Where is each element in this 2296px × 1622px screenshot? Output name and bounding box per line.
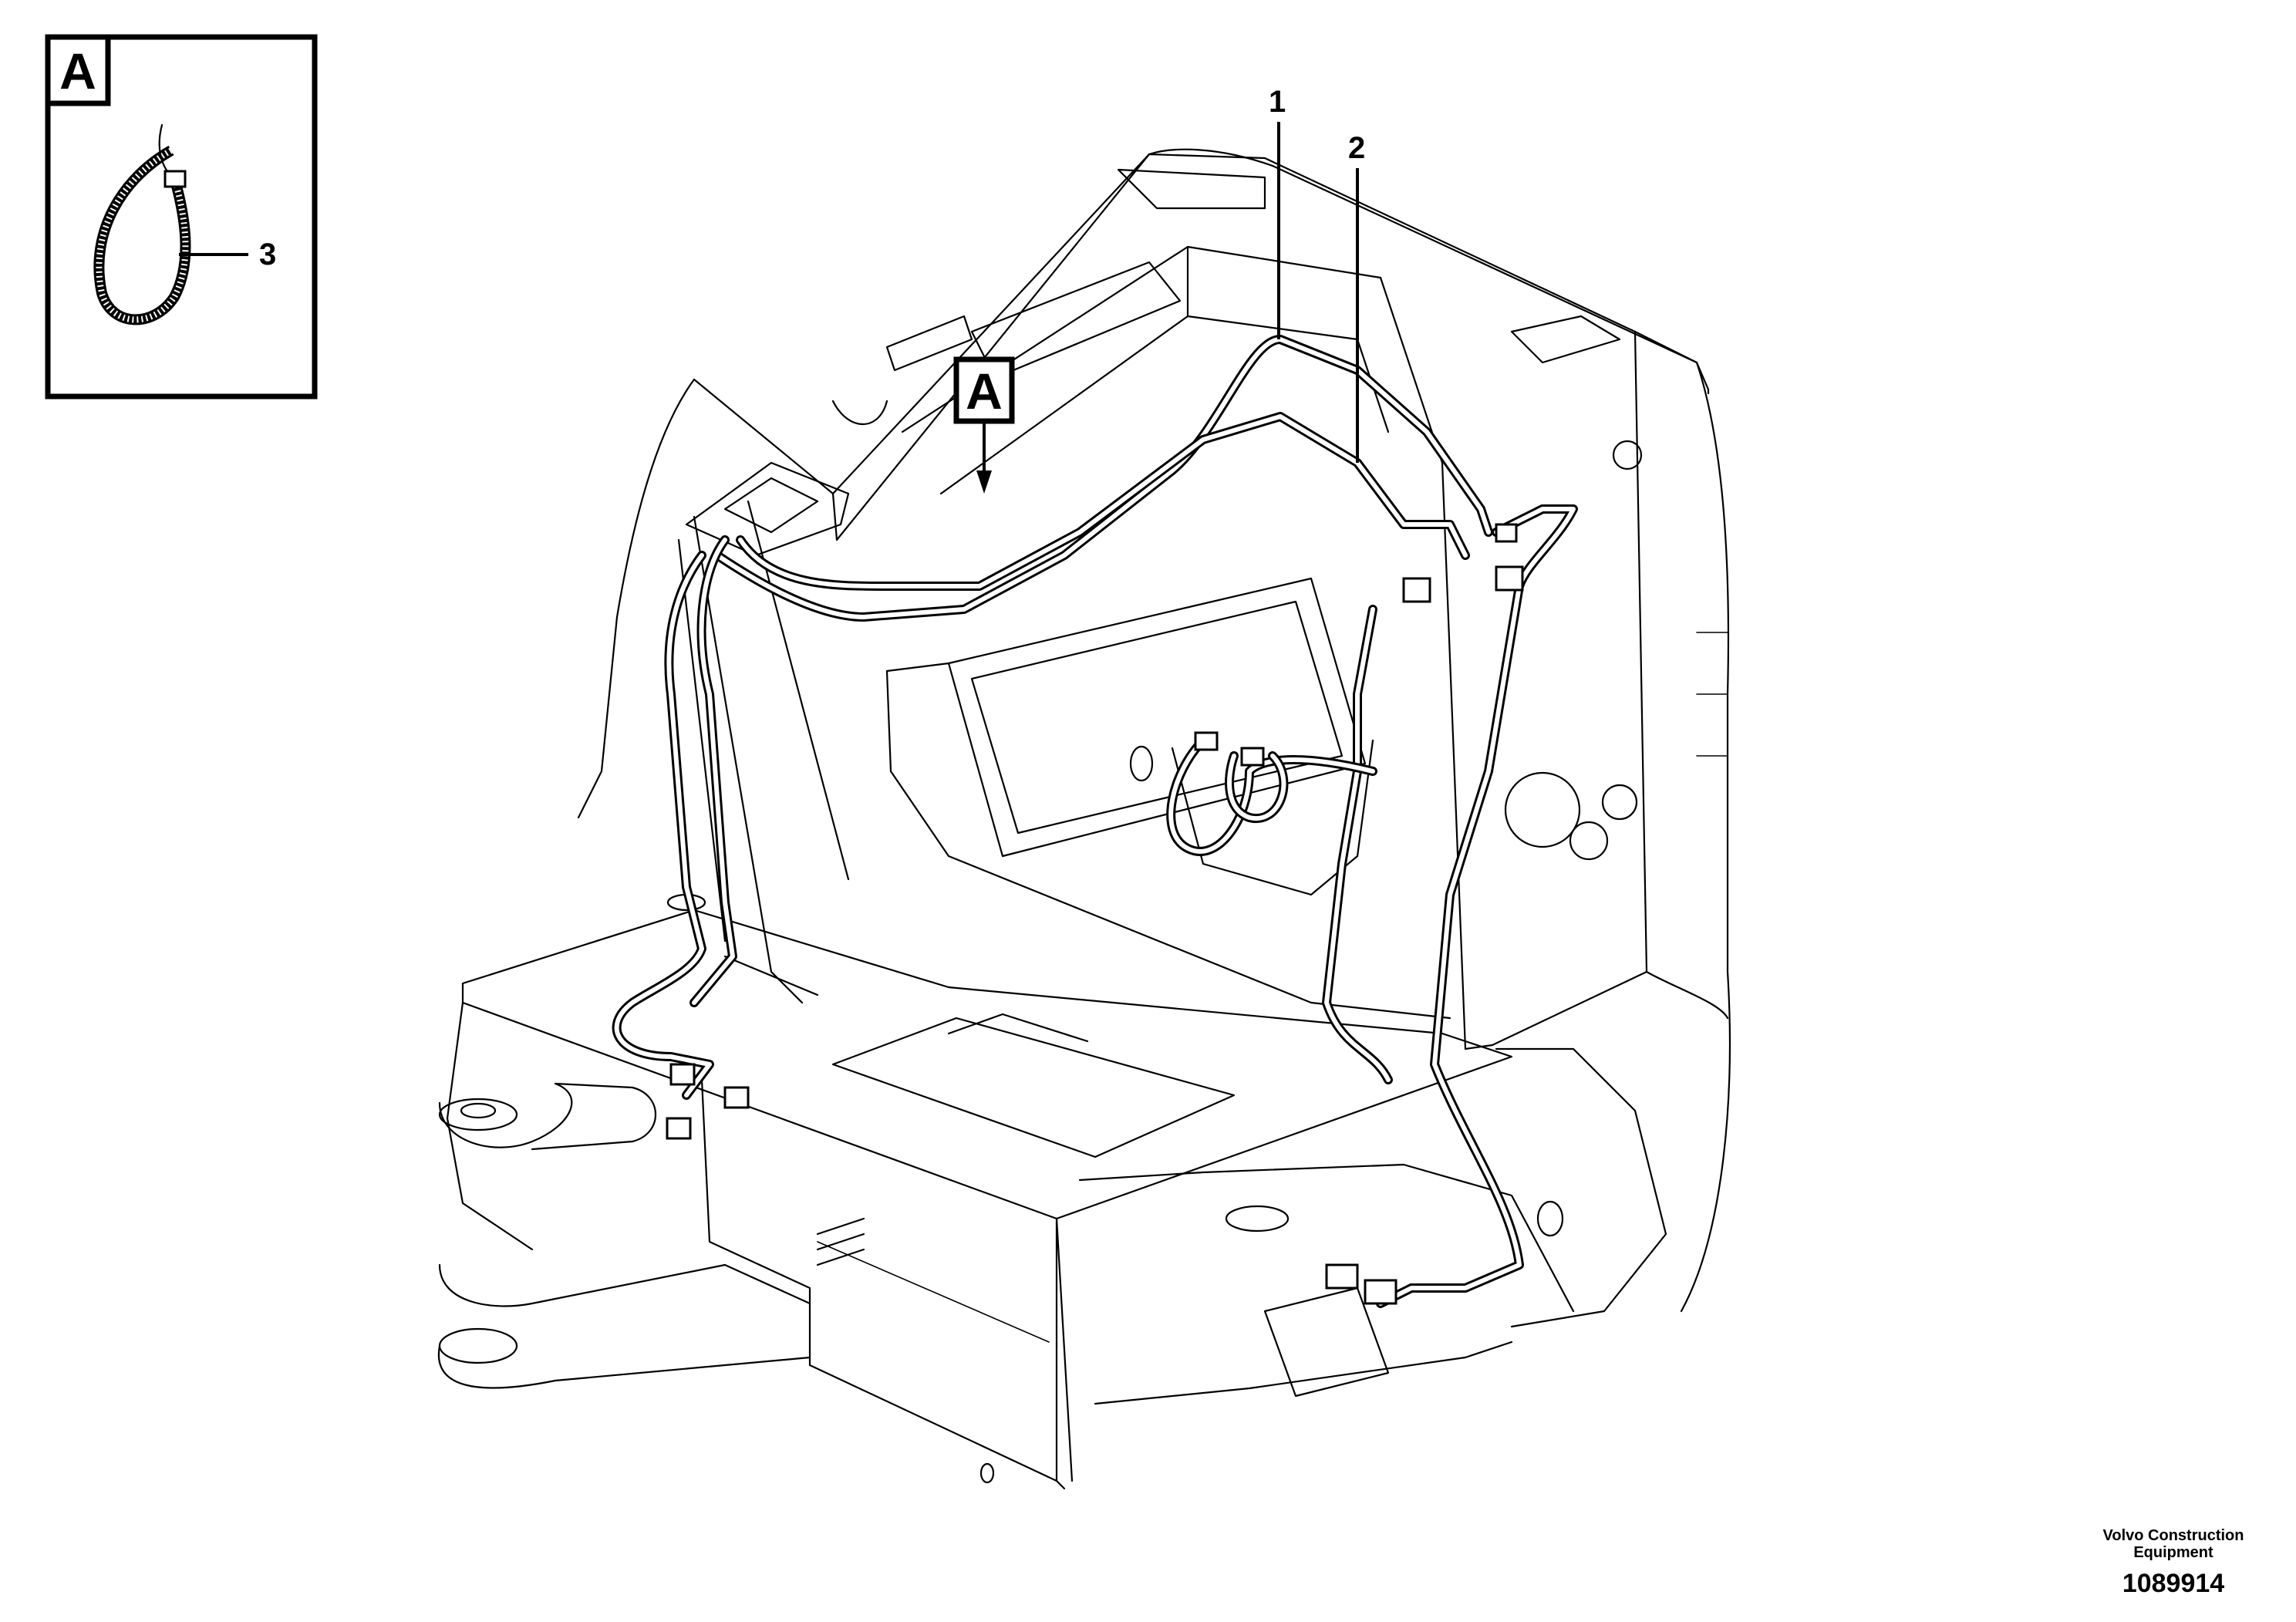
drawing-footer: Volvo Construction Equipment 1089914: [2100, 1527, 2247, 1599]
callout-1: 1: [1269, 85, 1286, 339]
connector-icon: [1364, 1279, 1397, 1305]
connector-icon: [1240, 747, 1265, 767]
connector-icon: [723, 1086, 750, 1109]
drawing-id: 1089914: [2122, 1569, 2225, 1598]
callout-2-label: 2: [1348, 131, 1365, 165]
connector-icon: [1325, 1263, 1359, 1290]
connector-icon: [1495, 565, 1524, 592]
detail-view-a: A 3: [45, 34, 318, 400]
callout-2: 2: [1348, 131, 1365, 463]
cable-harness-1: [612, 335, 1493, 1100]
callout-1-label: 1: [1269, 85, 1286, 119]
cable-tie-icon: [93, 123, 248, 325]
connector-icon: [1495, 523, 1518, 543]
connector-icon: [669, 1063, 696, 1086]
detail-ref-box: [953, 356, 1015, 424]
connector-icon: [666, 1117, 692, 1140]
connector-icon: [1402, 577, 1431, 603]
company-name-line2: Equipment: [2133, 1544, 2213, 1561]
connector-icon: [1194, 731, 1219, 751]
detail-label-box: [45, 34, 111, 106]
detail-label: A: [59, 42, 96, 99]
connectors: [666, 523, 1524, 1305]
cab-illustration: [437, 148, 1731, 1490]
callout-3: 3: [259, 238, 276, 271]
company-name-line1: Volvo Construction: [2102, 1527, 2244, 1544]
detail-ref-label: A: [966, 363, 1003, 420]
detail-reference-a: A: [953, 356, 1015, 494]
cable-harness-2: [689, 412, 1578, 1308]
